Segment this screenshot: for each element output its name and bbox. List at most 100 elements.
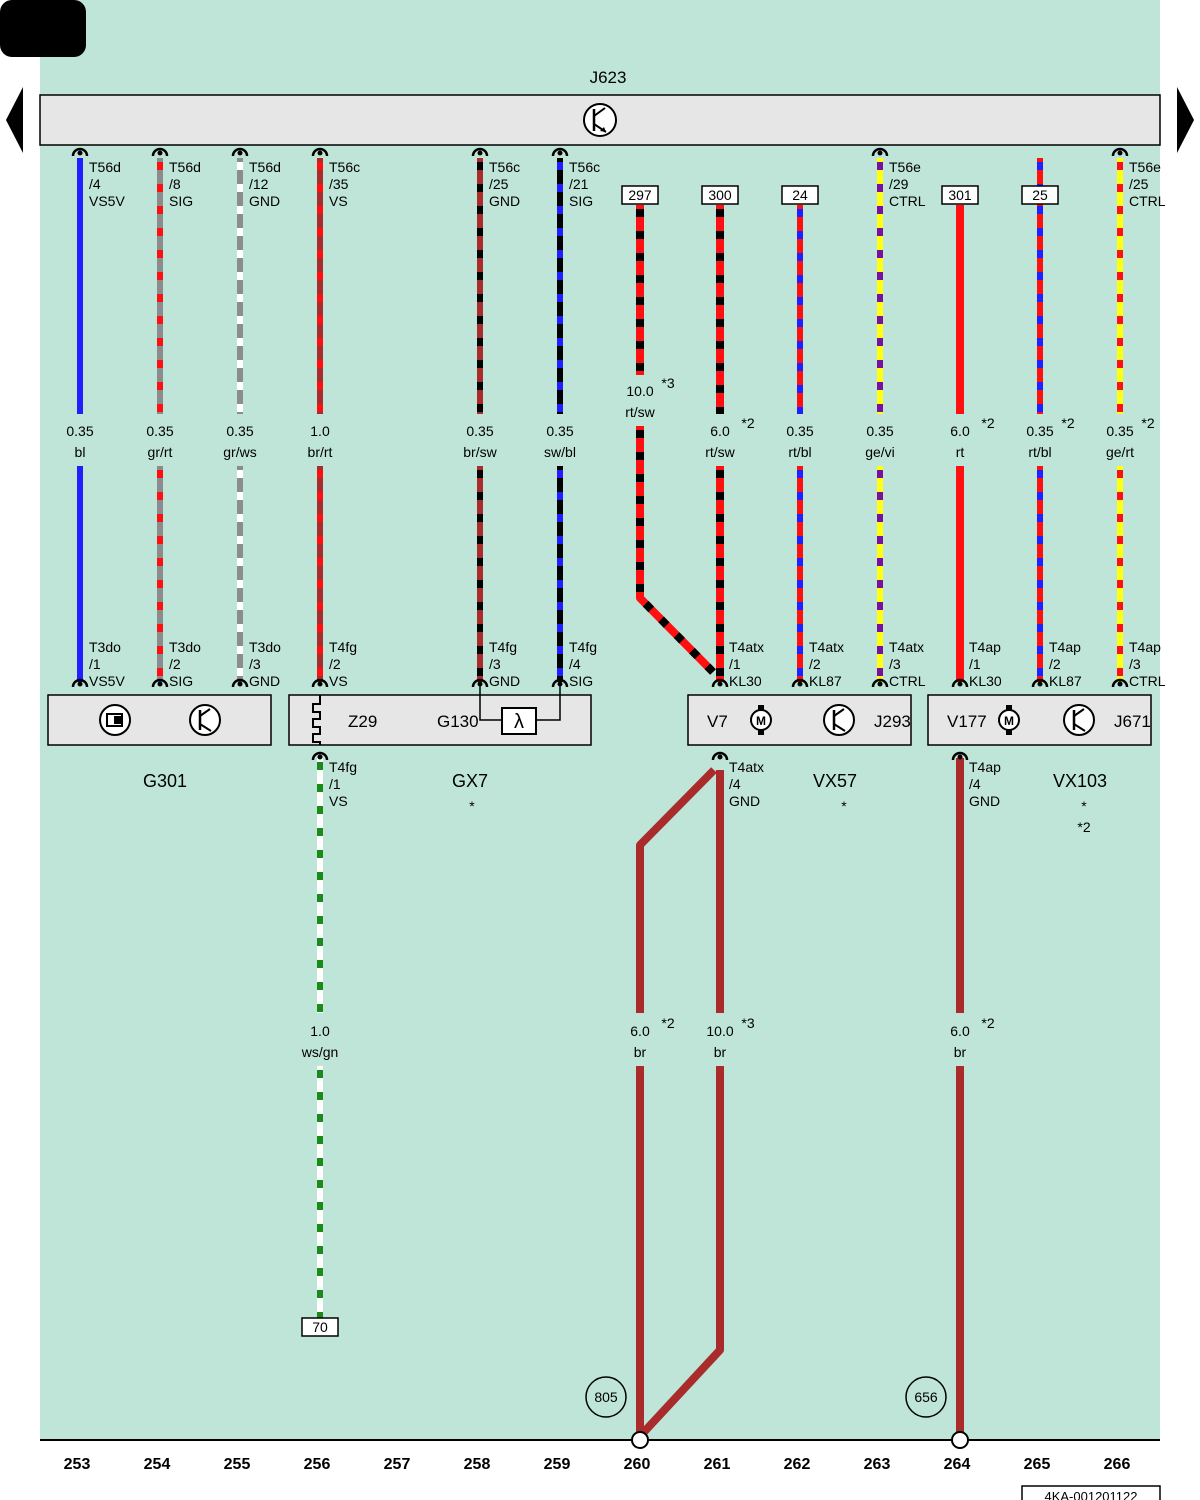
pin-function: KL87	[1049, 673, 1082, 689]
pin-number: /1	[329, 776, 341, 792]
ground-point-marker	[585, 1376, 627, 1418]
wire-color: br	[954, 1044, 967, 1060]
heater-element-icon	[312, 695, 321, 745]
pin-connector: T3do	[249, 639, 281, 655]
wire-color: rt/bl	[1028, 444, 1051, 460]
pin-connector: T56d	[89, 159, 121, 175]
pin-number: /8	[169, 176, 181, 192]
vx57-box	[687, 694, 912, 746]
connector-symbol	[551, 147, 569, 157]
pin-number: /3	[249, 656, 261, 672]
wire-color: ge/rt	[1106, 444, 1134, 460]
wire-segment	[636, 426, 716, 675]
connector-symbol	[311, 147, 329, 157]
pin-connector: T56c	[489, 159, 520, 175]
pin-function: KL30	[729, 673, 762, 689]
wire-size: 6.0	[630, 1023, 650, 1039]
pin-connector: T4atx	[889, 639, 924, 655]
pin-number: /21	[569, 176, 589, 192]
pin-number: /2	[1049, 656, 1061, 672]
next-page-arrow[interactable]	[1177, 87, 1194, 153]
pin-number: /3	[489, 656, 501, 672]
pin-connector: T4atx	[729, 759, 764, 775]
wire-layer	[77, 158, 1123, 1435]
pin-connector: T4fg	[329, 759, 357, 775]
pin-connector: T4atx	[729, 639, 764, 655]
track-number: 256	[304, 1456, 331, 1473]
pin-number: /25	[489, 176, 509, 192]
track-number: 263	[864, 1456, 891, 1473]
track-numbers: 253 254 255 256 257 258 259 260 261 262 …	[64, 1456, 1131, 1473]
prev-page-arrow[interactable]	[6, 87, 23, 153]
pin-function: VS	[329, 673, 348, 689]
wire-color: gr/rt	[148, 444, 173, 460]
pin-function: CTRL	[889, 193, 926, 209]
ground-point-marker	[905, 1376, 947, 1418]
track-number: 262	[784, 1456, 811, 1473]
connector-symbol	[951, 678, 969, 688]
wire-labels: 0.35 bl 0.35 gr/rt 0.35 gr/ws 1.0 br/rt …	[66, 375, 1154, 1060]
wire-note: *2	[981, 415, 994, 431]
wire-size: 0.35	[786, 423, 813, 439]
wire-size: 1.0	[310, 423, 330, 439]
component-gx7: GX7	[452, 771, 488, 791]
track-number: 255	[224, 1456, 251, 1473]
wire-color: bl	[75, 444, 86, 460]
wire-size: 10.0	[706, 1023, 733, 1039]
svg-text:M: M	[1004, 714, 1014, 728]
ref-box-label: 70	[312, 1319, 328, 1335]
component-j671: J671	[1114, 712, 1151, 731]
pin-number: /4	[969, 776, 981, 792]
pin-number: /25	[1129, 176, 1149, 192]
pin-number: /2	[329, 656, 341, 672]
connector-symbol	[871, 147, 889, 157]
control-unit-label: J623	[590, 68, 627, 87]
connector-symbol	[551, 678, 569, 688]
pin-number: /4	[89, 176, 101, 192]
lambda-probe-icon: λ	[479, 686, 561, 735]
pin-function: GND	[969, 793, 1000, 809]
connector-symbol	[871, 678, 889, 688]
pin-number: /1	[729, 656, 741, 672]
pin-function: VS	[329, 793, 348, 809]
wire-size: 6.0	[950, 1023, 970, 1039]
component-z29: Z29	[348, 712, 377, 731]
component-v177: V177	[947, 712, 987, 731]
wire-color: br	[634, 1044, 647, 1060]
page-badge	[0, 0, 86, 57]
ref-box-label: 301	[948, 187, 972, 203]
wire-size: 0.35	[146, 423, 173, 439]
component-vx103: VX103	[1053, 771, 1107, 791]
bottom-pin-labels: T3do /1 VS5V T3do /2 SIG T3do /3 GND T4f…	[89, 639, 1166, 809]
ground-point-label: 805	[594, 1389, 618, 1405]
connector-symbol	[71, 147, 89, 157]
connector-symbol	[311, 678, 329, 688]
ref-box	[781, 185, 819, 205]
pin-function: SIG	[169, 193, 193, 209]
pin-connector: T4fg	[329, 639, 357, 655]
pin-function: KL87	[809, 673, 842, 689]
wire-note: *3	[661, 375, 674, 391]
connector-symbol	[951, 751, 969, 761]
g301-box	[47, 694, 272, 746]
wire-size: 6.0	[950, 423, 970, 439]
motor-icon: M	[750, 705, 772, 735]
pin-function: CTRL	[889, 673, 926, 689]
connector-symbol	[71, 678, 89, 688]
wire-segment	[636, 767, 717, 1013]
pin-number: /4	[569, 656, 581, 672]
connector-symbol	[151, 147, 169, 157]
pin-function: VS5V	[89, 193, 125, 209]
wire-size: 0.35	[546, 423, 573, 439]
track-number: 258	[464, 1456, 491, 1473]
transistor-icon	[189, 704, 221, 736]
svg-text:M: M	[756, 714, 766, 728]
pin-function: VS	[329, 193, 348, 209]
pin-connector: T4ap	[969, 639, 1001, 655]
component-g301: G301	[143, 771, 187, 791]
pin-function: VS5V	[89, 673, 125, 689]
connector-symbol	[231, 678, 249, 688]
vx103-note: *	[1081, 798, 1087, 814]
pin-connector: T56e	[1129, 159, 1161, 175]
